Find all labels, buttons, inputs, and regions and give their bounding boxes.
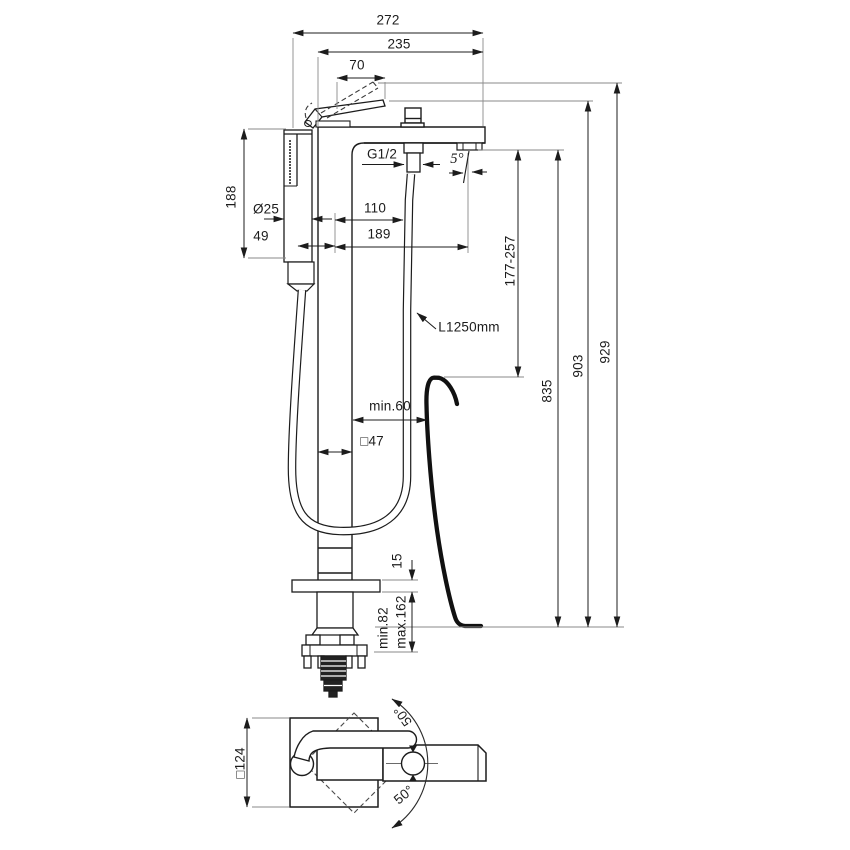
- bathtub-profile: [424, 375, 484, 629]
- diverter-knob: [404, 107, 422, 124]
- dim-label-body-width: 235: [387, 36, 411, 52]
- dim-label-base-plate-width: □124: [232, 747, 248, 779]
- plan-spout: [382, 744, 487, 782]
- dim-label-handle-length: 70: [349, 57, 365, 73]
- plan-flow-arrow-bottom: [409, 774, 417, 782]
- plan-handle-bar: [293, 730, 418, 762]
- dim-label-column-width: □47: [360, 433, 384, 449]
- plan-diverter-circle: [400, 751, 426, 776]
- handshower-wand: [283, 129, 316, 292]
- dim-label-handshower-offset: 49: [253, 228, 269, 244]
- dim-label-spout-height: 835: [539, 379, 555, 403]
- connector-nub: [328, 690, 338, 698]
- hose-connector: [403, 142, 424, 173]
- front-view-faucet: [304, 99, 486, 580]
- base-flare: [310, 627, 360, 636]
- lever-handle-raised-dashed: [304, 81, 379, 119]
- dim-label-hose-offset: 110: [363, 200, 387, 216]
- mounting-kit: [291, 579, 381, 698]
- shower-hose: [287, 173, 416, 536]
- handshower-spray-dots: [289, 140, 291, 184]
- hose-leader: [416, 312, 437, 330]
- spout-outlet: [456, 142, 483, 151]
- dim-label-floor-depth-min: min.82: [375, 607, 391, 649]
- plan-handle: [289, 730, 418, 777]
- dim-label-handshower-diameter: Ø25: [252, 201, 280, 217]
- swivel-arc: [391, 698, 429, 829]
- dim-label-floor-depth-max: max.162: [393, 595, 409, 649]
- dim-label-overall-width: 272: [376, 12, 400, 28]
- floor-escutcheon: [291, 579, 381, 593]
- dim-label-handle-height: 903: [570, 354, 586, 378]
- dim-label-tub-clearance: min.60: [369, 398, 411, 414]
- spray-angle-line: [462, 150, 470, 184]
- cartridge-base: [315, 120, 351, 128]
- dim-label-thread-size: G1/2: [366, 146, 398, 162]
- dim-label-rim-distance: 177-257: [502, 235, 518, 287]
- dim-label-overall-height: 929: [597, 340, 613, 364]
- plan-body: [316, 746, 384, 781]
- dim-label-hose-length: L1250mm: [438, 319, 500, 335]
- dim-label-spout-angle: 5°: [450, 150, 464, 167]
- diverter-knob-flange: [400, 122, 425, 128]
- dim-label-escutcheon-height: 15: [389, 553, 405, 569]
- faucet-body-outline: [318, 126, 486, 580]
- base-shaft: [316, 591, 354, 629]
- plan-view: [289, 698, 487, 829]
- dim-label-handshower-length: 188: [223, 185, 239, 209]
- dim-label-spout-reach: 189: [367, 226, 391, 242]
- plan-flow-arrow-top: [409, 745, 417, 753]
- dimension-lines: [240, 29, 621, 808]
